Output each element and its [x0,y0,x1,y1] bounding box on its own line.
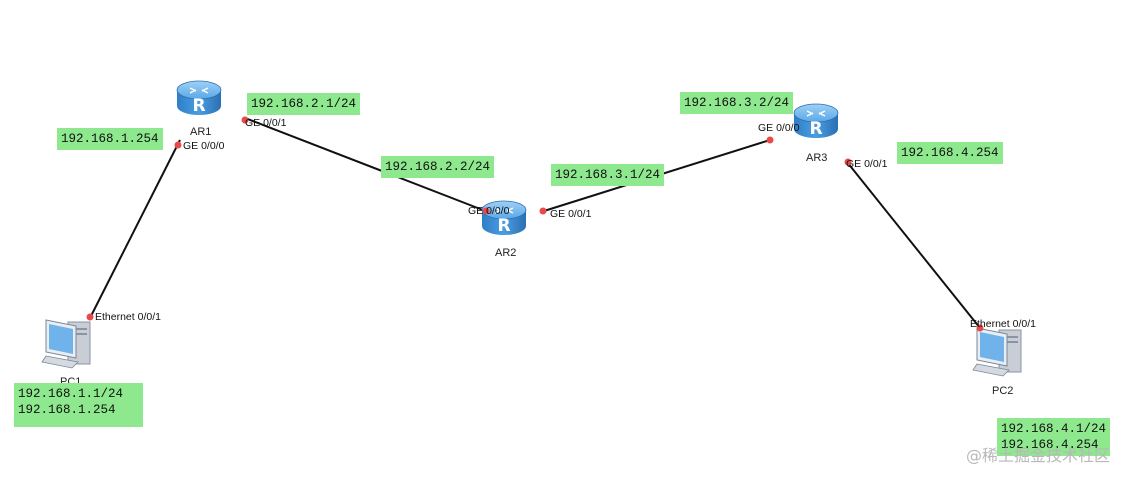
port-dot [86,313,94,321]
port-dot [539,207,547,215]
pc-icon[interactable] [41,319,91,369]
ar3-ge000-ip-label: 192.168.3.2/24 [680,92,794,114]
link-ar3-pc2 [846,161,981,329]
pc1-eth-port-label: Ethernet 0/0/1 [95,311,161,323]
pc2-eth-port-label: Ethernet 0/0/1 [970,318,1036,330]
router-icon[interactable] [176,80,222,117]
ar3-ge000-port-label: GE 0/0/0 [758,122,800,134]
ar2-ge000-port-label: GE 0/0/0 [468,205,510,217]
router-icon[interactable] [793,103,839,140]
port-dot [766,136,774,144]
ar1-ge000-port-label: GE 0/0/0 [183,140,225,152]
pc1-ip-config-label: 192.168.1.1/24 192.168.1.254 [14,383,144,427]
ar3-ge001-ip-label: 192.168.4.254 [897,142,1003,164]
watermark: @稀土掘金技术社区 [966,446,1111,465]
port-dot [174,141,182,149]
pc-icon[interactable] [972,327,1022,377]
ar3-ge001-port-label: GE 0/0/1 [846,158,888,170]
port-dot [482,207,490,215]
ar1-ge001-port-label: GE 0/0/1 [245,117,287,129]
pc2-ip-config-label: 192.168.4.1/24 192.168.4.254 [997,418,1111,456]
ar2-label: AR2 [495,247,517,259]
ar1-label: AR1 [190,126,212,138]
ar2-ge001-ip-label: 192.168.3.1/24 [551,164,665,186]
ar2-ge000-ip-label: 192.168.2.2/24 [381,156,495,178]
port-dot [844,158,852,166]
ar2-ge001-port-label: GE 0/0/1 [550,208,592,220]
ar1-ge001-ip-label: 192.168.2.1/24 [247,93,361,115]
ar1-ge000-ip-label: 192.168.1.254 [57,128,163,150]
link-ar1-pc1 [89,139,181,319]
port-dot [976,324,984,332]
pc2-label: PC2 [992,385,1014,397]
link-ar1-ar2 [244,117,489,213]
ar3-label: AR3 [806,152,828,164]
port-dot [241,116,249,124]
